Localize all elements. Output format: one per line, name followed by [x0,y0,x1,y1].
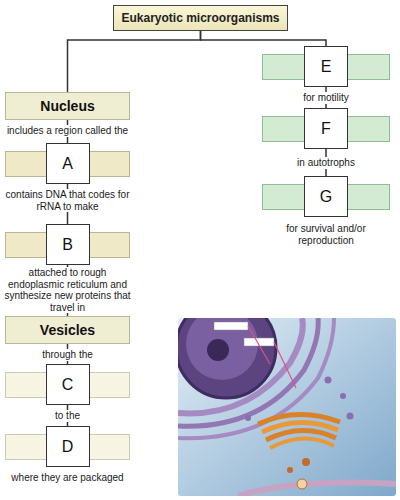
root-concept-box: Eukaryotic microorganisms [113,5,287,31]
answer-letter: A [46,143,90,184]
connector-line [68,31,201,92]
blank-concept-box: F [262,108,390,149]
blank-concept-box: C [5,364,130,405]
linking-phrase: for motility [301,92,351,104]
vesicle [340,393,346,399]
blank-concept-box: G [262,176,390,217]
nucleoplasm [186,318,258,380]
linking-phrase: for survival and/or reproduction [259,223,393,246]
vesicle [287,467,293,473]
blank-concept-box: E [262,46,390,87]
blank-concept-box: D [5,426,130,467]
answer-letter: G [304,176,348,217]
concept-text: Vesicles [6,317,129,343]
answer-letter: C [46,364,90,405]
answer-letter: F [304,108,348,149]
concept-box: Vesicles [5,316,130,344]
cytoplasm [178,318,396,496]
linking-phrase: where they are packaged [9,472,125,484]
concept-box: Nucleus [5,92,130,120]
answer-letter: E [304,46,348,87]
linking-phrase: in autotrophs [295,157,357,169]
linking-phrase: includes a region called the [5,125,130,137]
concept-text: Nucleus [6,93,129,119]
linking-phrase: to the [53,410,82,422]
blank-concept-box: B [5,224,130,265]
nucleolus [207,339,229,361]
golgi-cisterna [270,438,334,448]
linking-phrase: through the [40,349,95,361]
answer-letter: D [46,426,90,467]
cell-illustration [178,318,396,496]
vesicle [302,458,310,466]
leader-line [248,326,270,364]
concept-text: Eukaryotic microorganisms [114,6,286,30]
linking-phrase: attached to rough endoplasmic reticulum … [1,267,135,313]
linking-phrase: contains DNA that codes for rRNA to make [1,189,135,212]
answer-letter: B [46,224,90,265]
nucleus [178,318,276,398]
connector-line [201,31,327,46]
blank-label [214,322,248,330]
cell-membrane [238,483,396,497]
vesicle [325,377,332,384]
cell-scene [178,318,396,496]
leader-line [274,342,296,388]
vesicle [347,413,354,420]
blank-concept-box: A [5,143,130,184]
exocytosis-vesicle [297,479,307,489]
vesicle [245,415,251,421]
